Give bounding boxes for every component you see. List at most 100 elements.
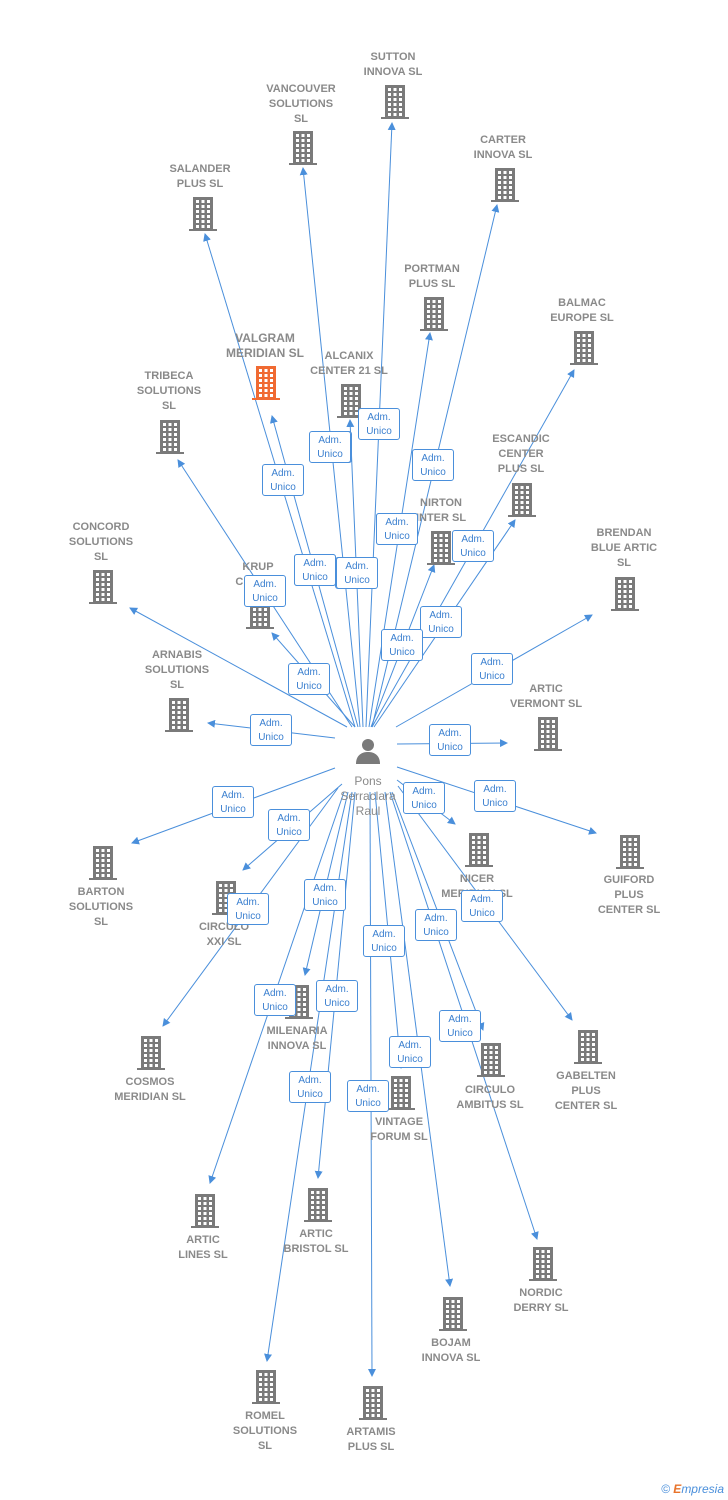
company-node-artic_vermont[interactable]: ARTIC VERMONT SL — [486, 682, 606, 712]
role-badge[interactable]: Adm. Unico — [212, 786, 254, 818]
role-badge[interactable]: Adm. Unico — [471, 653, 513, 685]
company-node-artic_lines[interactable]: ARTIC LINES SL — [143, 1233, 263, 1263]
role-badge[interactable]: Adm. Unico — [420, 606, 462, 638]
company-node-sutton[interactable]: SUTTON INNOVA SL — [333, 50, 453, 80]
role-badge[interactable]: Adm. Unico — [227, 893, 269, 925]
building-icon — [289, 131, 317, 165]
brand-footer[interactable]: © Empresia — [661, 1482, 724, 1496]
company-node-balmac[interactable]: BALMAC EUROPE SL — [522, 296, 642, 326]
building-icon — [252, 366, 280, 400]
company-node-romel[interactable]: ROMEL SOLUTIONS SL — [205, 1409, 325, 1454]
company-node-cosmos[interactable]: COSMOS MERIDIAN SL — [90, 1075, 210, 1105]
building-icon — [381, 85, 409, 119]
building-icon — [359, 1386, 387, 1420]
building-icon — [165, 698, 193, 732]
role-badge[interactable]: Adm. Unico — [244, 575, 286, 607]
building-icon — [304, 1188, 332, 1222]
building-icon — [189, 197, 217, 231]
company-node-circulo_ambitus[interactable]: CIRCULO AMBITUS SL — [430, 1083, 550, 1113]
role-badge[interactable]: Adm. Unico — [415, 909, 457, 941]
building-icon — [89, 570, 117, 604]
role-badge[interactable]: Adm. Unico — [254, 984, 296, 1016]
role-badge[interactable]: Adm. Unico — [403, 782, 445, 814]
company-name: GABELTEN PLUS CENTER SL — [554, 1070, 618, 1112]
company-node-milenaria[interactable]: MILENARIA INNOVA SL — [237, 1024, 357, 1054]
company-name: ARTIC BRISTOL SL — [283, 1228, 349, 1255]
role-badge[interactable]: Adm. Unico — [262, 464, 304, 496]
company-name: TRIBECA SOLUTIONS SL — [136, 370, 202, 412]
company-name: PORTMAN PLUS SL — [404, 263, 460, 290]
company-name: ARTIC VERMONT SL — [509, 683, 583, 710]
company-name: ROMEL SOLUTIONS SL — [232, 1410, 298, 1452]
role-badge[interactable]: Adm. Unico — [294, 554, 336, 586]
building-icon — [570, 331, 598, 365]
building-icon — [491, 168, 519, 202]
company-node-bojam[interactable]: BOJAM INNOVA SL — [391, 1336, 511, 1366]
building-icon — [156, 420, 184, 454]
role-badge[interactable]: Adm. Unico — [268, 809, 310, 841]
company-node-barton[interactable]: BARTON SOLUTIONS SL — [41, 885, 161, 930]
role-badge[interactable]: Adm. Unico — [389, 1036, 431, 1068]
role-badge[interactable]: Adm. Unico — [250, 714, 292, 746]
role-badge[interactable]: Adm. Unico — [439, 1010, 481, 1042]
company-node-alcanix[interactable]: ALCANIX CENTER 21 SL — [289, 349, 409, 379]
role-badge[interactable]: Adm. Unico — [376, 513, 418, 545]
link-concord — [129, 607, 348, 728]
company-node-nirton[interactable]: NIRTON INTER SL — [381, 496, 501, 526]
company-node-arnabis[interactable]: ARNABIS SOLUTIONS SL — [117, 648, 237, 693]
role-badge[interactable]: Adm. Unico — [429, 724, 471, 756]
role-badge[interactable]: Adm. Unico — [309, 431, 351, 463]
role-badge[interactable]: Adm. Unico — [452, 530, 494, 562]
company-name: BARTON SOLUTIONS SL — [68, 886, 134, 928]
company-node-valgram[interactable]: VALGRAM MERIDIAN SL — [205, 331, 325, 361]
building-icon — [477, 1043, 505, 1077]
building-icon — [137, 1036, 165, 1070]
company-node-portman[interactable]: PORTMAN PLUS SL — [372, 262, 492, 292]
company-node-vancouver[interactable]: VANCOUVER SOLUTIONS SL — [241, 82, 361, 127]
company-name: NORDIC DERRY SL — [513, 1287, 569, 1314]
person-name: Pons Serraclara Raul — [340, 774, 396, 818]
role-badge[interactable]: Adm. Unico — [288, 663, 330, 695]
role-badge[interactable]: Adm. Unico — [316, 980, 358, 1012]
building-icon — [529, 1247, 557, 1281]
company-name: SUTTON INNOVA SL — [363, 51, 423, 78]
company-name: BOJAM INNOVA SL — [421, 1337, 481, 1364]
company-node-artic_bristol[interactable]: ARTIC BRISTOL SL — [256, 1227, 376, 1257]
company-name: ARNABIS SOLUTIONS SL — [144, 649, 210, 691]
role-badge[interactable]: Adm. Unico — [363, 925, 405, 957]
role-badge[interactable]: Adm. Unico — [461, 890, 503, 922]
company-name: ALCANIX CENTER 21 SL — [310, 350, 388, 377]
company-node-concord[interactable]: CONCORD SOLUTIONS SL — [41, 520, 161, 565]
role-badge[interactable]: Adm. Unico — [289, 1071, 331, 1103]
company-node-vintage[interactable]: VINTAGE FORUM SL — [339, 1115, 459, 1145]
building-icon — [574, 1030, 602, 1064]
company-node-tribeca[interactable]: TRIBECA SOLUTIONS SL — [109, 369, 229, 414]
building-icon — [465, 833, 493, 867]
role-badge[interactable]: Adm. Unico — [304, 879, 346, 911]
company-name: NIRTON INTER SL — [415, 497, 467, 524]
role-badge[interactable]: Adm. Unico — [474, 780, 516, 812]
building-icon — [89, 846, 117, 880]
company-node-salander[interactable]: SALANDER PLUS SL — [140, 162, 260, 192]
role-badge[interactable]: Adm. Unico — [358, 408, 400, 440]
company-node-guiford[interactable]: GUIFORD PLUS CENTER SL — [569, 873, 689, 918]
building-icon — [427, 531, 455, 565]
building-icon — [439, 1297, 467, 1331]
brand-name: mpresia — [681, 1482, 724, 1496]
company-node-escandic[interactable]: ESCANDIC CENTER PLUS SL — [461, 432, 581, 477]
role-badge[interactable]: Adm. Unico — [336, 557, 378, 589]
role-badge[interactable]: Adm. Unico — [412, 449, 454, 481]
company-node-gabelten[interactable]: GABELTEN PLUS CENTER SL — [526, 1069, 646, 1114]
building-icon — [337, 384, 365, 418]
company-node-carter[interactable]: CARTER INNOVA SL — [443, 133, 563, 163]
role-badge[interactable]: Adm. Unico — [381, 629, 423, 661]
company-node-brendan[interactable]: BRENDAN BLUE ARTIC SL — [564, 526, 684, 571]
company-node-artamis[interactable]: ARTAMIS PLUS SL — [311, 1425, 431, 1455]
role-badge[interactable]: Adm. Unico — [347, 1080, 389, 1112]
company-name: SALANDER PLUS SL — [169, 163, 231, 190]
building-icon — [191, 1194, 219, 1228]
company-node-nordic[interactable]: NORDIC DERRY SL — [481, 1286, 601, 1316]
company-name: BALMAC EUROPE SL — [550, 297, 614, 324]
building-icon — [387, 1076, 415, 1110]
